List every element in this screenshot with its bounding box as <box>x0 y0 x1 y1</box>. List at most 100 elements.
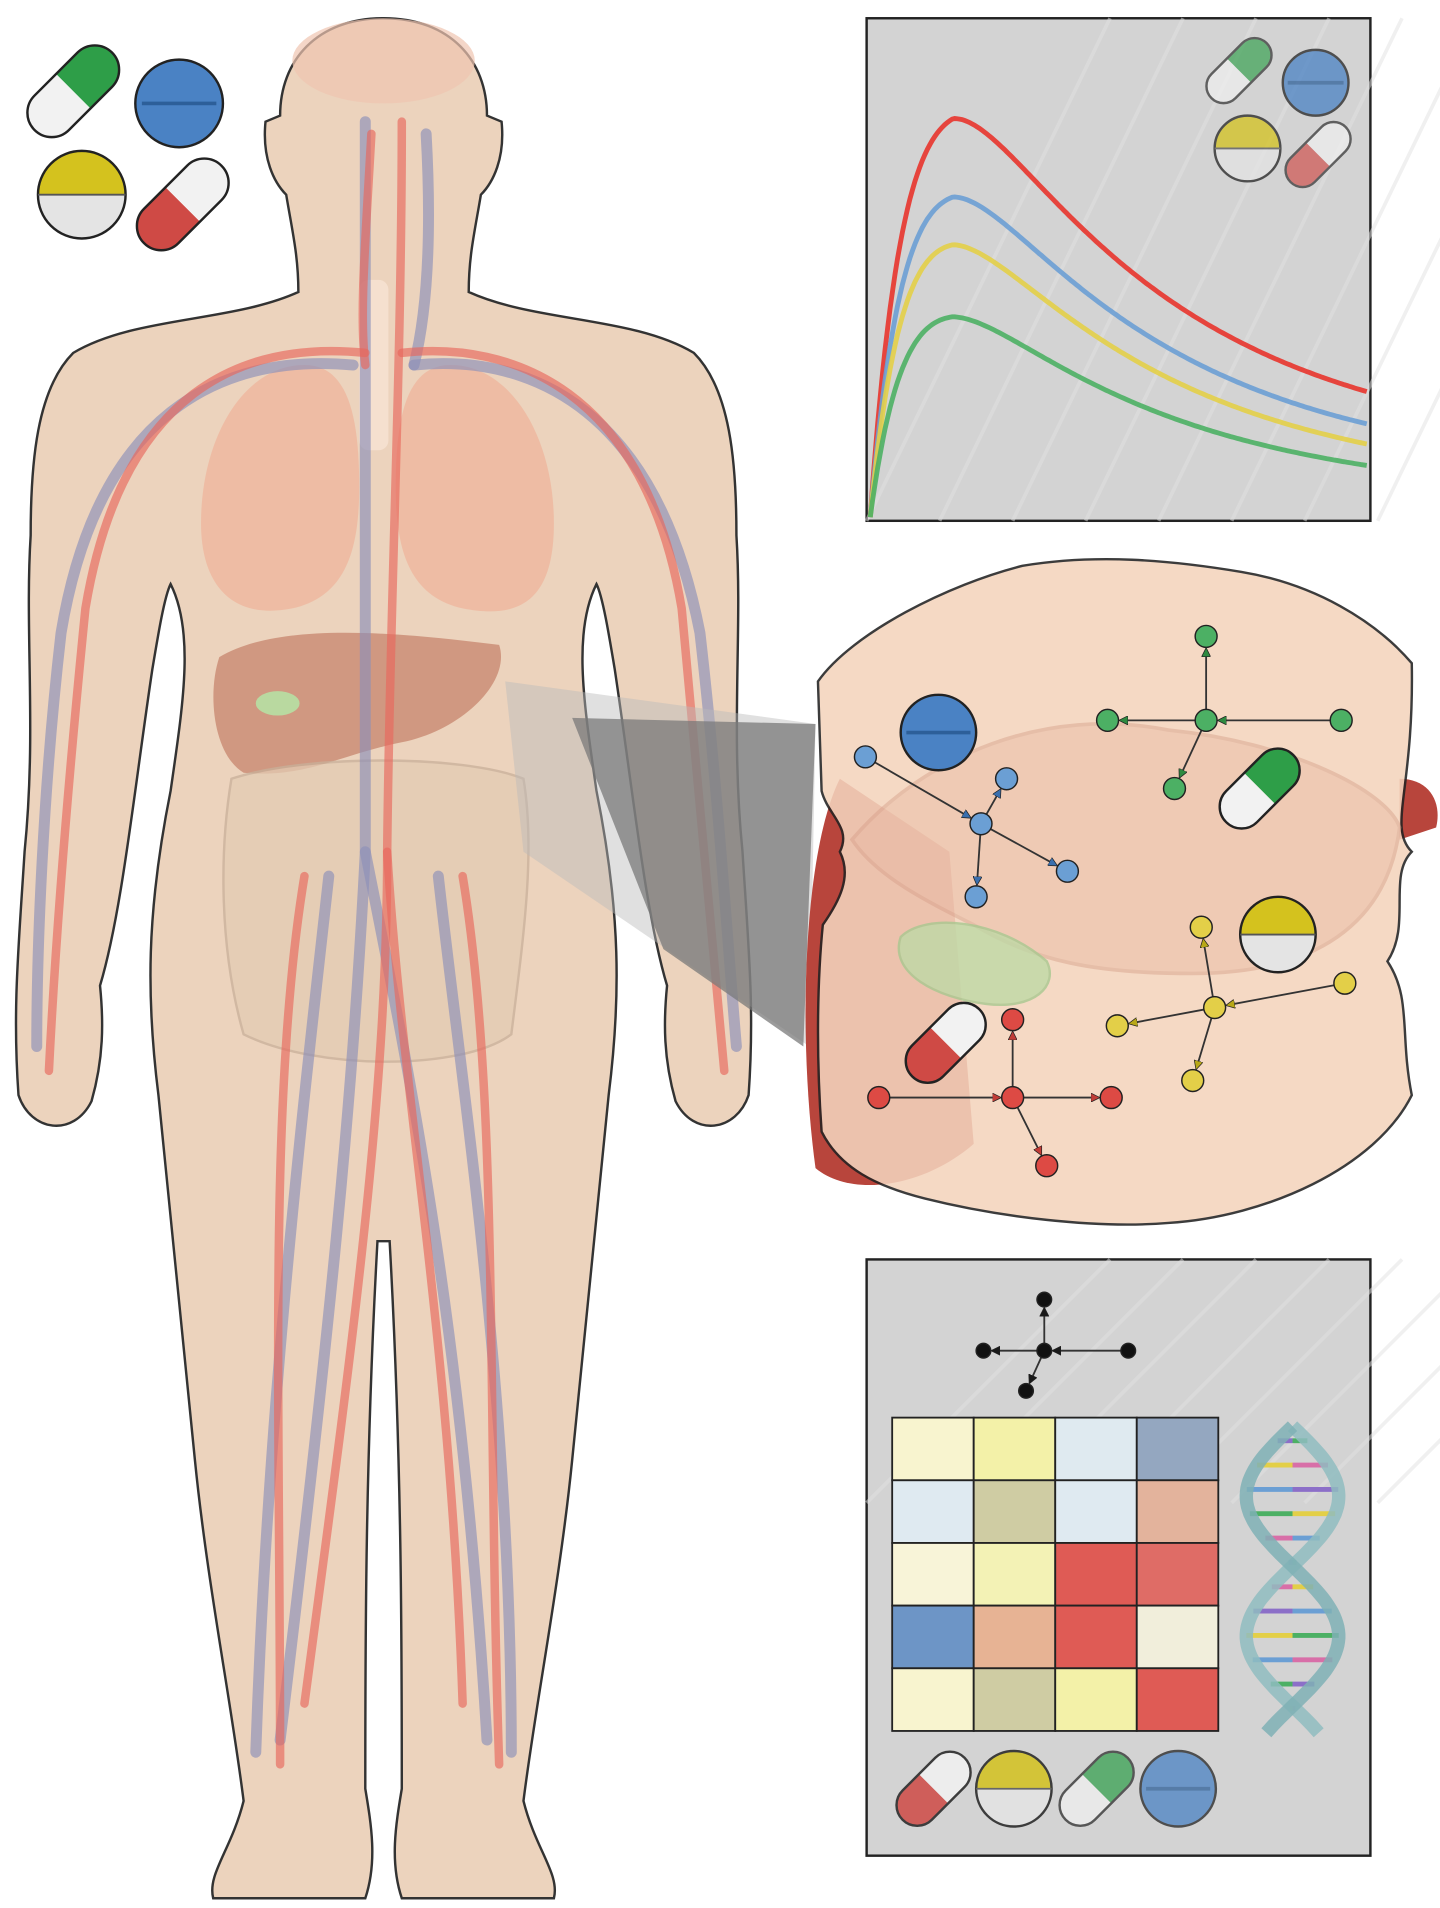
tablet-colored-half <box>1240 896 1316 935</box>
metabolite-node <box>853 745 878 769</box>
heatmap-cell <box>972 1604 1057 1670</box>
heatmap-cell <box>1054 1542 1138 1607</box>
vein <box>432 870 517 1758</box>
tablet-colored-half <box>1214 115 1281 149</box>
brain <box>292 18 475 104</box>
pathway-arrow <box>1030 1356 1043 1383</box>
heatmap-cell <box>1135 1416 1220 1482</box>
heatmap-cell <box>972 1667 1057 1732</box>
capsule-colored-half <box>56 45 120 109</box>
pathway-arrow <box>1196 1017 1213 1069</box>
capsule-white-half <box>1219 773 1276 829</box>
sheen-line <box>1303 1364 1440 1505</box>
tablet-colored-half <box>976 1751 1052 1789</box>
pathway-arrow <box>977 834 980 885</box>
capsule-white-half <box>27 74 91 138</box>
metabolite-node <box>975 1342 992 1359</box>
pathway-arrow <box>990 828 1057 865</box>
tablet-icon <box>1139 1749 1218 1828</box>
tablet-white-half <box>37 194 126 239</box>
metabolite-node <box>1181 1068 1205 1093</box>
capsule-colored-half <box>905 1027 962 1083</box>
capsule-icon <box>1058 1750 1135 1828</box>
gallbladder <box>897 921 1052 1007</box>
metabolite-node <box>1035 1154 1059 1178</box>
split-tablet-icon <box>974 1749 1053 1828</box>
heatmap-cell <box>972 1542 1057 1607</box>
heatmap <box>891 1416 1220 1732</box>
metabolite-node <box>1120 1342 1137 1359</box>
metabolite-node <box>1202 995 1227 1020</box>
capsule-white-half <box>1206 58 1252 104</box>
pk-curve-red <box>867 116 1368 518</box>
artery <box>382 847 467 1708</box>
capsule-colored-half <box>896 1774 949 1826</box>
heatmap-cell <box>891 1479 975 1544</box>
heatmap-cell <box>1135 1542 1220 1607</box>
pathway-arrow <box>985 789 1000 815</box>
metabolite-node <box>969 812 993 836</box>
tablet-colored-half <box>37 150 126 195</box>
dna-helix-icon <box>1239 1421 1346 1738</box>
heatmap-cell <box>972 1416 1057 1482</box>
liver-right-tip <box>1399 778 1438 840</box>
liver <box>213 632 502 774</box>
pathway-arrow <box>1203 939 1214 997</box>
capsule-outline <box>895 1750 972 1828</box>
sheen-line <box>1157 17 1404 522</box>
heatmap-cell <box>1054 1479 1138 1544</box>
tablet-icon <box>134 58 225 149</box>
metabolite-node <box>1036 1291 1053 1308</box>
split-tablet-icon <box>1238 895 1317 974</box>
capsule-colored-half <box>1285 142 1331 188</box>
dna-strand <box>1239 1421 1346 1738</box>
metabolite-node <box>1095 708 1120 733</box>
capsule-outline <box>1218 747 1301 830</box>
sheen-line <box>1376 387 1440 522</box>
pathway-network <box>867 1008 1123 1178</box>
human-body <box>14 17 753 1900</box>
tablet-white-half <box>976 1788 1052 1827</box>
pk-curve-green <box>867 314 1368 518</box>
pk-curve-blue <box>867 194 1368 518</box>
metabolite-node <box>1333 971 1357 995</box>
artery <box>358 129 376 370</box>
heatmap-cell <box>1054 1416 1138 1482</box>
heatmap-cell <box>1054 1604 1138 1670</box>
pathway-arrow <box>874 761 971 817</box>
metabolite-node <box>964 885 988 909</box>
metabolite-node <box>1162 776 1187 801</box>
tablet-icon <box>899 693 978 772</box>
metabolite-node <box>867 1085 891 1110</box>
heatmap-cell <box>891 1416 975 1482</box>
heatmap-cell <box>891 1667 975 1732</box>
split-tablet-icon <box>36 149 127 240</box>
metabolite-node <box>1099 1085 1123 1110</box>
capsule-outline <box>1058 1750 1135 1828</box>
capsule-icon <box>1284 120 1352 189</box>
sheen-line <box>1230 1291 1440 1505</box>
heatmap-cell <box>1135 1604 1220 1670</box>
pathway-arrow <box>1180 729 1203 777</box>
metabolite-node <box>1055 859 1080 883</box>
pathway-network <box>975 1291 1137 1399</box>
vein <box>31 358 359 1052</box>
capsule-outline <box>1205 36 1273 105</box>
heatmap-cell <box>891 1604 975 1670</box>
capsule-colored-half <box>1226 38 1272 83</box>
dna-strand <box>1239 1421 1346 1738</box>
capsule-colored-half <box>1244 748 1300 804</box>
pathway-network <box>853 745 1080 909</box>
capsule-white-half <box>1059 1774 1112 1826</box>
drug-legend <box>26 44 230 252</box>
artery <box>273 871 309 1769</box>
capsule-icon <box>26 44 121 139</box>
sheen-line <box>864 17 1112 522</box>
heatmap-cell <box>1054 1667 1138 1732</box>
heatmap-cell <box>1135 1667 1220 1732</box>
metabolite-node <box>1189 915 1213 939</box>
gallbladder <box>255 691 300 716</box>
sheen-line <box>1376 1437 1440 1505</box>
liver-inset <box>805 557 1438 1226</box>
